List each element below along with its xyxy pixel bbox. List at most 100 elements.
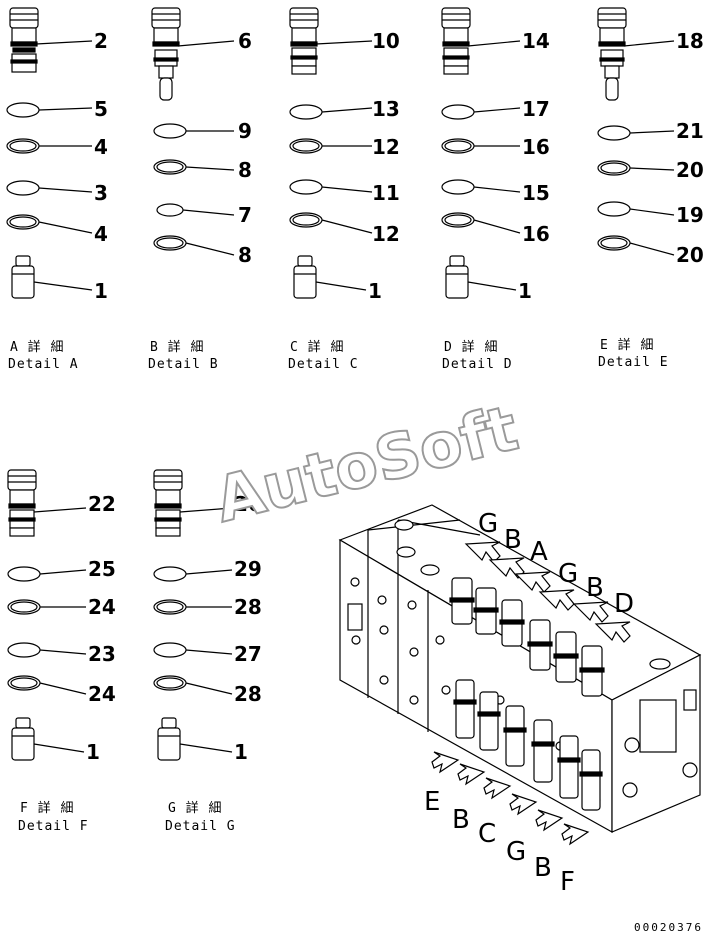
backup-ring — [153, 599, 232, 615]
backup-ring — [289, 212, 373, 234]
part-number: 11 — [372, 181, 400, 205]
backup-ring — [6, 214, 93, 234]
backup-ring — [7, 675, 87, 695]
part-number: 13 — [372, 97, 400, 121]
part-number: 19 — [676, 203, 704, 227]
detail-caption-en: Detail E — [598, 355, 669, 370]
detail-caption-en: Detail D — [442, 357, 513, 372]
part-number: 25 — [88, 557, 116, 581]
arrow-label: A — [530, 537, 548, 567]
backup-ring — [7, 599, 86, 615]
plug-part — [153, 469, 233, 537]
arrow-bottom — [483, 777, 512, 800]
detail-c — [289, 7, 373, 299]
backup-ring — [153, 159, 235, 175]
arrow-top — [572, 601, 609, 623]
valve-part — [11, 717, 85, 761]
part-number: 2 — [94, 29, 108, 53]
arrow-label: B — [534, 853, 552, 883]
part-number: 20 — [676, 243, 704, 267]
o-ring — [7, 642, 87, 658]
part-number: 29 — [234, 557, 262, 581]
valve-cartridges-front — [453, 679, 603, 811]
plug-part — [289, 7, 373, 75]
backup-ring — [153, 235, 235, 256]
arrow-label: B — [452, 805, 470, 835]
o-ring — [441, 179, 521, 195]
arrow-top — [538, 589, 575, 611]
arrow-label: E — [424, 787, 440, 817]
detail-b — [151, 7, 235, 256]
arrow-label: B — [504, 525, 522, 555]
o-ring — [289, 104, 373, 120]
detail-e — [597, 7, 675, 256]
arrow-label: F — [560, 867, 575, 897]
detail-caption-en: Detail G — [165, 819, 236, 834]
part-number: 3 — [94, 181, 108, 205]
part-number: 1 — [86, 740, 100, 764]
valve-plugs-top — [449, 577, 605, 697]
part-number: 23 — [88, 642, 116, 666]
arrow-label: B — [586, 573, 604, 603]
detail-caption-en: Detail B — [148, 357, 219, 372]
valve-part — [11, 255, 93, 299]
o-ring — [156, 203, 235, 217]
detail-caption-jp: E 詳 細 — [600, 337, 654, 353]
arrow-top — [594, 621, 631, 643]
part-number: 28 — [234, 595, 262, 619]
part-number: 7 — [238, 203, 252, 227]
detail-caption-en: Detail F — [18, 819, 89, 834]
o-ring — [6, 180, 93, 196]
arrow-label: G — [558, 559, 578, 589]
arrow-bottom — [561, 823, 590, 846]
part-number: 20 — [676, 158, 704, 182]
part-number: 24 — [88, 682, 116, 706]
detail-caption-jp: F 詳 細 — [20, 800, 74, 816]
drawing-code: 00020376 — [634, 921, 703, 934]
part-number: 18 — [676, 29, 704, 53]
part-number: 8 — [238, 243, 252, 267]
plug-part — [7, 469, 87, 537]
detail-f — [7, 469, 87, 761]
valve-part — [293, 255, 367, 299]
direction-arrows-top — [464, 541, 631, 643]
plug-part — [151, 7, 235, 101]
arrow-label: C — [478, 819, 496, 849]
part-number-labels: 2 5 4 3 4 1 6 9 8 7 8 10 13 12 11 12 1 1… — [86, 29, 704, 764]
detail-caption-jp: C 詳 細 — [290, 339, 344, 355]
o-ring — [153, 642, 233, 658]
arrow-label: D — [614, 589, 634, 619]
part-number: 21 — [676, 119, 704, 143]
part-number: 24 — [88, 595, 116, 619]
part-number: 1 — [234, 740, 248, 764]
o-ring — [6, 102, 93, 118]
part-number: 15 — [522, 181, 550, 205]
part-number: 1 — [94, 279, 108, 303]
backup-ring — [6, 138, 92, 154]
part-number: 10 — [372, 29, 400, 53]
detail-caption-jp: A 詳 細 — [10, 339, 64, 355]
detail-caption-en: Detail A — [8, 357, 79, 372]
part-number: 26 — [234, 492, 262, 516]
detail-a — [6, 7, 93, 299]
detail-d — [441, 7, 521, 299]
part-number: 6 — [238, 29, 252, 53]
arrow-bottom — [457, 763, 486, 786]
part-number: 1 — [518, 279, 532, 303]
arrow-bottom — [535, 809, 564, 832]
arrow-top — [514, 571, 551, 593]
backup-ring — [441, 138, 520, 154]
o-ring — [153, 566, 233, 582]
o-ring — [597, 201, 675, 217]
part-number: 28 — [234, 682, 262, 706]
plug-part — [597, 7, 675, 101]
o-ring — [7, 566, 87, 582]
valve-part — [157, 717, 233, 761]
backup-ring — [153, 675, 233, 695]
backup-ring — [597, 160, 675, 176]
backup-ring — [289, 138, 372, 154]
part-number: 9 — [238, 119, 252, 143]
arrow-bottom — [509, 793, 538, 816]
backup-ring — [441, 212, 521, 234]
